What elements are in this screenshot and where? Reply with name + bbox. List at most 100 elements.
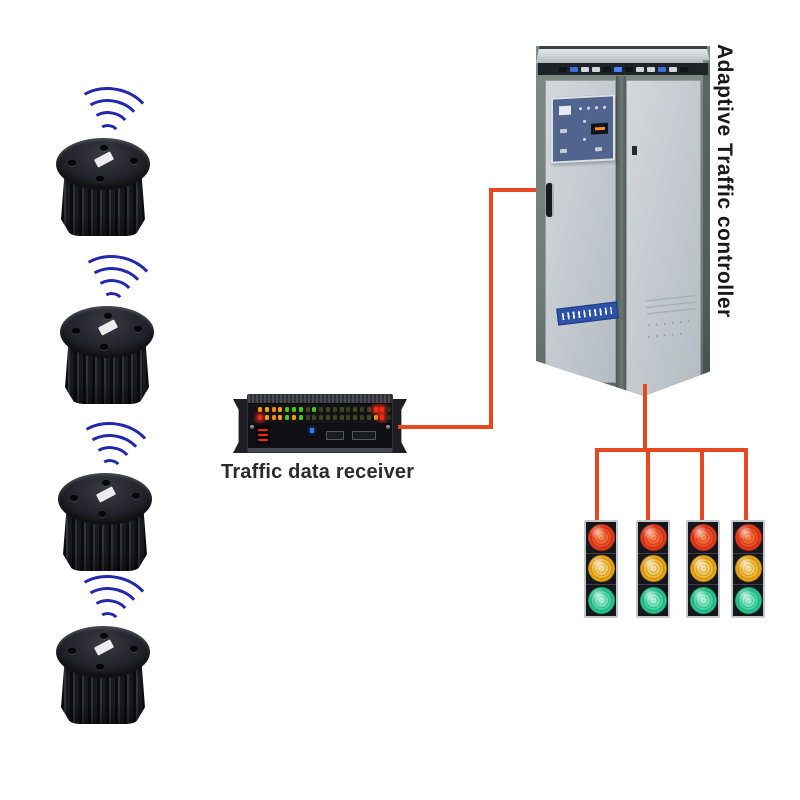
green-lamp bbox=[587, 587, 615, 615]
led-indicator bbox=[298, 407, 303, 412]
led-indicator bbox=[346, 407, 351, 412]
led-indicator bbox=[258, 415, 262, 420]
green-lamp bbox=[639, 587, 667, 615]
traffic-light-1 bbox=[584, 520, 618, 618]
led-indicator bbox=[373, 407, 378, 412]
amber-lamp bbox=[639, 555, 667, 583]
receiver-chassis bbox=[247, 394, 393, 453]
led-indicator bbox=[264, 415, 269, 420]
door-lock bbox=[632, 146, 637, 155]
panel-digital-display bbox=[591, 122, 608, 135]
receiver-label: Traffic data receiver bbox=[221, 461, 415, 483]
wireless-detector-3 bbox=[50, 416, 160, 579]
red-lamp bbox=[639, 523, 667, 551]
led-indicator bbox=[305, 407, 310, 412]
lamp-divider bbox=[733, 584, 763, 586]
led-indicator bbox=[387, 415, 392, 420]
panel-button bbox=[560, 148, 567, 154]
detector-hole bbox=[134, 326, 142, 332]
wireless-detector-4 bbox=[48, 569, 158, 732]
detector-hole bbox=[100, 145, 108, 151]
detector-hole bbox=[98, 511, 106, 517]
cabinet-indicator-light bbox=[679, 66, 688, 72]
detector-hole bbox=[132, 493, 140, 499]
screw bbox=[386, 425, 390, 429]
panel-button bbox=[560, 128, 567, 134]
panel-indicator bbox=[603, 105, 606, 109]
cabinet-door-right bbox=[626, 80, 701, 396]
led-indicator bbox=[319, 407, 324, 412]
traffic-data-receiver bbox=[233, 394, 407, 456]
amber-lamp bbox=[587, 555, 615, 583]
cabinet-indicator-light bbox=[580, 66, 589, 72]
cabinet-indicator-light bbox=[646, 66, 655, 72]
detector-hole bbox=[130, 646, 138, 652]
led-indicator bbox=[258, 407, 262, 412]
traffic-light-3 bbox=[686, 520, 720, 618]
detector-hole bbox=[100, 633, 108, 639]
wire-drop-2 bbox=[646, 452, 650, 520]
led-indicator bbox=[291, 415, 296, 420]
led-indicator bbox=[291, 407, 296, 412]
control-panel bbox=[551, 94, 615, 164]
cabinet-indicator-light bbox=[558, 66, 567, 72]
cabinet-indicator-light bbox=[569, 66, 578, 72]
led-indicator bbox=[285, 407, 290, 412]
led-indicator bbox=[332, 407, 337, 412]
wire-controller-stub bbox=[643, 384, 647, 452]
led-indicator bbox=[278, 407, 283, 412]
cabinet-indicator-light bbox=[635, 66, 644, 72]
traffic-light bbox=[584, 520, 618, 618]
led-indicator bbox=[278, 415, 283, 420]
detector-top-disc bbox=[56, 626, 150, 678]
detector-hole bbox=[96, 176, 104, 182]
receiver-vent-mesh bbox=[248, 395, 392, 404]
wire-receiver-horizontal bbox=[398, 425, 493, 429]
led-indicator bbox=[353, 407, 358, 412]
panel-indicator bbox=[595, 106, 598, 109]
detector-top-disc bbox=[56, 138, 150, 190]
detector-label-sticker bbox=[93, 639, 115, 656]
led-indicator bbox=[346, 415, 351, 420]
panel-indicator bbox=[583, 137, 586, 141]
lamp-divider bbox=[586, 584, 616, 586]
cabinet-indicator-light bbox=[591, 66, 600, 72]
panel-button bbox=[595, 147, 602, 152]
controller-label: Adaptive Traffic controller bbox=[713, 44, 736, 318]
detector-hole bbox=[72, 328, 80, 334]
led-indicator bbox=[380, 415, 385, 420]
wireless-detector-1 bbox=[48, 81, 158, 244]
led-indicator bbox=[332, 415, 337, 420]
led-indicator bbox=[325, 415, 330, 420]
receiver-base-strip bbox=[248, 448, 392, 452]
cabinet-indicator-light bbox=[668, 66, 677, 72]
lamp-divider bbox=[586, 552, 616, 554]
traffic-light bbox=[731, 520, 765, 618]
cabinet-door-seam bbox=[616, 76, 626, 396]
wire-to-controller bbox=[489, 188, 538, 192]
led-indicator bbox=[285, 415, 290, 420]
led-indicator bbox=[387, 407, 392, 412]
led-indicator bbox=[366, 407, 371, 412]
cabinet-indicator-band bbox=[538, 63, 708, 75]
wire-receiver-vertical bbox=[489, 188, 493, 429]
led-indicator bbox=[271, 407, 276, 412]
green-lamp bbox=[689, 587, 717, 615]
cabinet-indicator-light bbox=[613, 66, 622, 72]
panel-indicator bbox=[583, 119, 586, 123]
led-indicator bbox=[264, 407, 269, 412]
detector-hole bbox=[100, 344, 108, 350]
receiver-digit-display bbox=[256, 426, 270, 444]
lamp-divider bbox=[688, 584, 718, 586]
led-indicator bbox=[339, 415, 344, 420]
detector-top-disc bbox=[60, 306, 154, 358]
led-indicator bbox=[298, 415, 303, 420]
receiver-led-row bbox=[258, 407, 392, 412]
detector-hole bbox=[102, 480, 110, 486]
led-indicator bbox=[325, 407, 330, 412]
wire-drop-1 bbox=[595, 448, 599, 520]
wire-drop-4 bbox=[744, 448, 748, 520]
cabinet-top bbox=[536, 46, 710, 63]
detector-hole bbox=[130, 158, 138, 164]
